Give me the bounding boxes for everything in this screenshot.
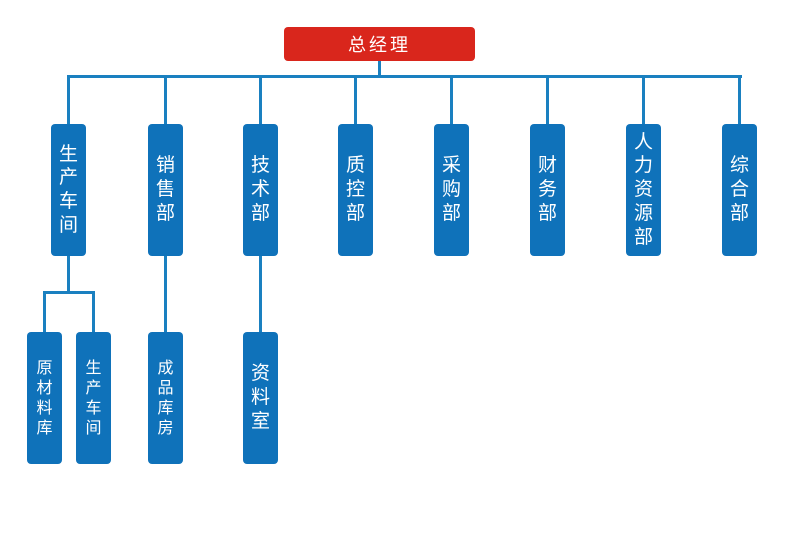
char: 生 <box>58 142 78 165</box>
char: 车 <box>58 190 78 212</box>
char: 部 <box>250 201 270 224</box>
char: 材 <box>36 378 53 397</box>
char: 房 <box>157 418 174 437</box>
connector-sub-1 <box>43 291 46 333</box>
connector-top-bus <box>67 75 742 78</box>
connector-sales-down <box>164 255 167 333</box>
char: 成 <box>157 358 174 377</box>
char: 产 <box>85 378 102 397</box>
dept-human-resources: 人 力 资 源 部 <box>626 124 661 256</box>
connector-dept-2 <box>164 75 167 125</box>
dept-sales: 销 售 部 <box>148 124 183 256</box>
char: 部 <box>537 201 557 224</box>
char: 采 <box>441 154 461 177</box>
char: 控 <box>345 178 365 201</box>
char: 质 <box>345 154 365 177</box>
char: 部 <box>633 225 653 248</box>
sub-archive-room: 资 料 室 <box>243 332 278 464</box>
char: 力 <box>633 154 653 177</box>
char: 间 <box>85 418 102 437</box>
connector-dept-3 <box>259 75 262 125</box>
connector-dept-6 <box>546 75 549 125</box>
char: 料 <box>250 386 270 409</box>
char: 术 <box>250 178 270 201</box>
connector-tech-down <box>259 255 262 333</box>
dept-technology: 技 术 部 <box>243 124 278 256</box>
char: 部 <box>345 201 365 224</box>
dept-procurement: 采 购 部 <box>434 124 469 256</box>
char: 产 <box>58 166 78 189</box>
char: 务 <box>537 178 557 201</box>
char: 人 <box>633 130 653 153</box>
char: 售 <box>155 178 175 201</box>
dept-finance: 财 务 部 <box>530 124 565 256</box>
root-label: 总经理 <box>348 35 411 56</box>
char: 品 <box>157 378 174 397</box>
char: 合 <box>729 178 749 201</box>
char: 原 <box>36 358 53 377</box>
dept-quality-control: 质 控 部 <box>338 124 373 256</box>
sub-raw-material-warehouse: 原 材 料 库 <box>27 332 62 464</box>
connector-root-down <box>378 61 381 77</box>
char: 财 <box>537 154 557 177</box>
dept-general-affairs: 综 合 部 <box>722 124 757 256</box>
connector-dept-7 <box>642 75 645 125</box>
sub-production-workshop: 生 产 车 间 <box>76 332 111 464</box>
connector-dept-4 <box>354 75 357 125</box>
char: 购 <box>441 178 461 201</box>
connector-dept-5 <box>450 75 453 125</box>
char: 源 <box>633 201 653 224</box>
connector-production-bus <box>43 291 95 294</box>
dept-production-workshop: 生 产 车 间 <box>51 124 86 256</box>
connector-dept-1 <box>67 75 70 125</box>
char: 部 <box>729 201 749 224</box>
connector-dept-8 <box>738 75 741 125</box>
char: 室 <box>250 409 270 432</box>
char: 技 <box>250 154 270 177</box>
char: 销 <box>155 154 175 177</box>
root-node-general-manager: 总经理 <box>284 27 475 61</box>
char: 部 <box>441 201 461 224</box>
char: 间 <box>58 213 78 236</box>
char: 资 <box>250 362 270 385</box>
char: 库 <box>36 418 53 437</box>
char: 部 <box>155 201 175 224</box>
char: 生 <box>85 358 102 377</box>
char: 车 <box>85 398 102 417</box>
char: 库 <box>157 398 174 417</box>
char: 资 <box>633 178 653 201</box>
sub-finished-goods-warehouse: 成 品 库 房 <box>148 332 183 464</box>
connector-production-down <box>67 255 70 293</box>
char: 料 <box>36 398 53 417</box>
char: 综 <box>729 154 749 177</box>
connector-sub-2 <box>92 291 95 333</box>
